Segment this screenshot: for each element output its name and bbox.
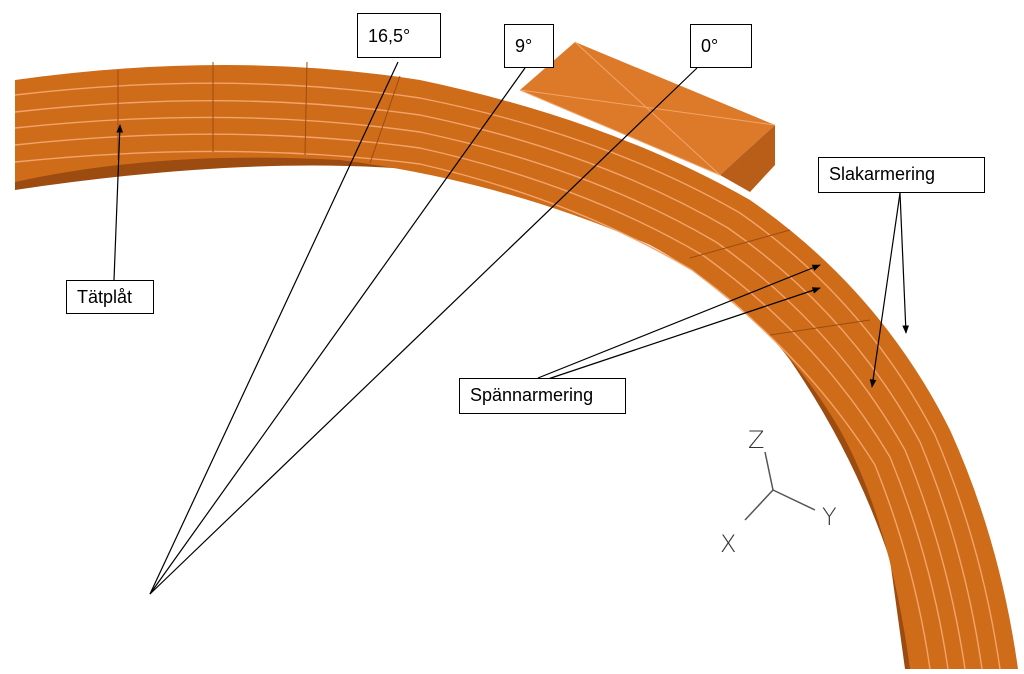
- callout-arrows: [113, 124, 910, 388]
- spannarmering-arrow-2: [544, 287, 821, 381]
- leader-16-5: [149, 61, 399, 595]
- section-lines: [117, 61, 871, 336]
- rebar-line: [14, 150, 931, 670]
- rebar-lines: [14, 82, 1001, 670]
- slakarmering-arrow-1: [869, 192, 901, 388]
- rebar-line: [14, 100, 983, 670]
- z-axis-label: Z: [748, 426, 765, 454]
- slakarmering-arrow-2: [899, 192, 910, 334]
- rebar-line: [14, 116, 966, 670]
- y-axis-line: [772, 489, 816, 511]
- tatplat-label: Tätplåt: [66, 280, 154, 314]
- rebar-line: [14, 82, 1001, 670]
- slakarmering-label: Slakarmering: [818, 157, 985, 193]
- anchor-block: [519, 41, 776, 192]
- angle-label-16-5: 16,5°: [357, 13, 441, 58]
- ring-face: [15, 65, 1018, 669]
- angle-leaders: [149, 61, 698, 595]
- spannarmering-arrow-1: [537, 264, 821, 379]
- x-axis-label: X: [720, 530, 737, 558]
- xyz-axis-triad-icon: [744, 451, 816, 521]
- x-axis-line: [744, 489, 774, 521]
- anchor-block-side: [720, 125, 775, 192]
- angle-label-0: 0°: [690, 24, 752, 68]
- spannarmering-label: Spännarmering: [459, 378, 626, 414]
- leader-0: [149, 67, 698, 595]
- section-line: [689, 229, 791, 259]
- tatplat-arrow: [113, 124, 124, 281]
- anchor-block-diagonal-lines: [519, 41, 776, 176]
- angle-label-9: 9°: [504, 24, 554, 68]
- section-line: [769, 319, 871, 336]
- y-axis-label: Y: [822, 503, 837, 531]
- z-axis-line: [764, 451, 774, 491]
- section-line: [304, 61, 308, 156]
- rebar-line: [14, 133, 949, 670]
- leader-9: [149, 67, 526, 595]
- section-line: [369, 75, 401, 164]
